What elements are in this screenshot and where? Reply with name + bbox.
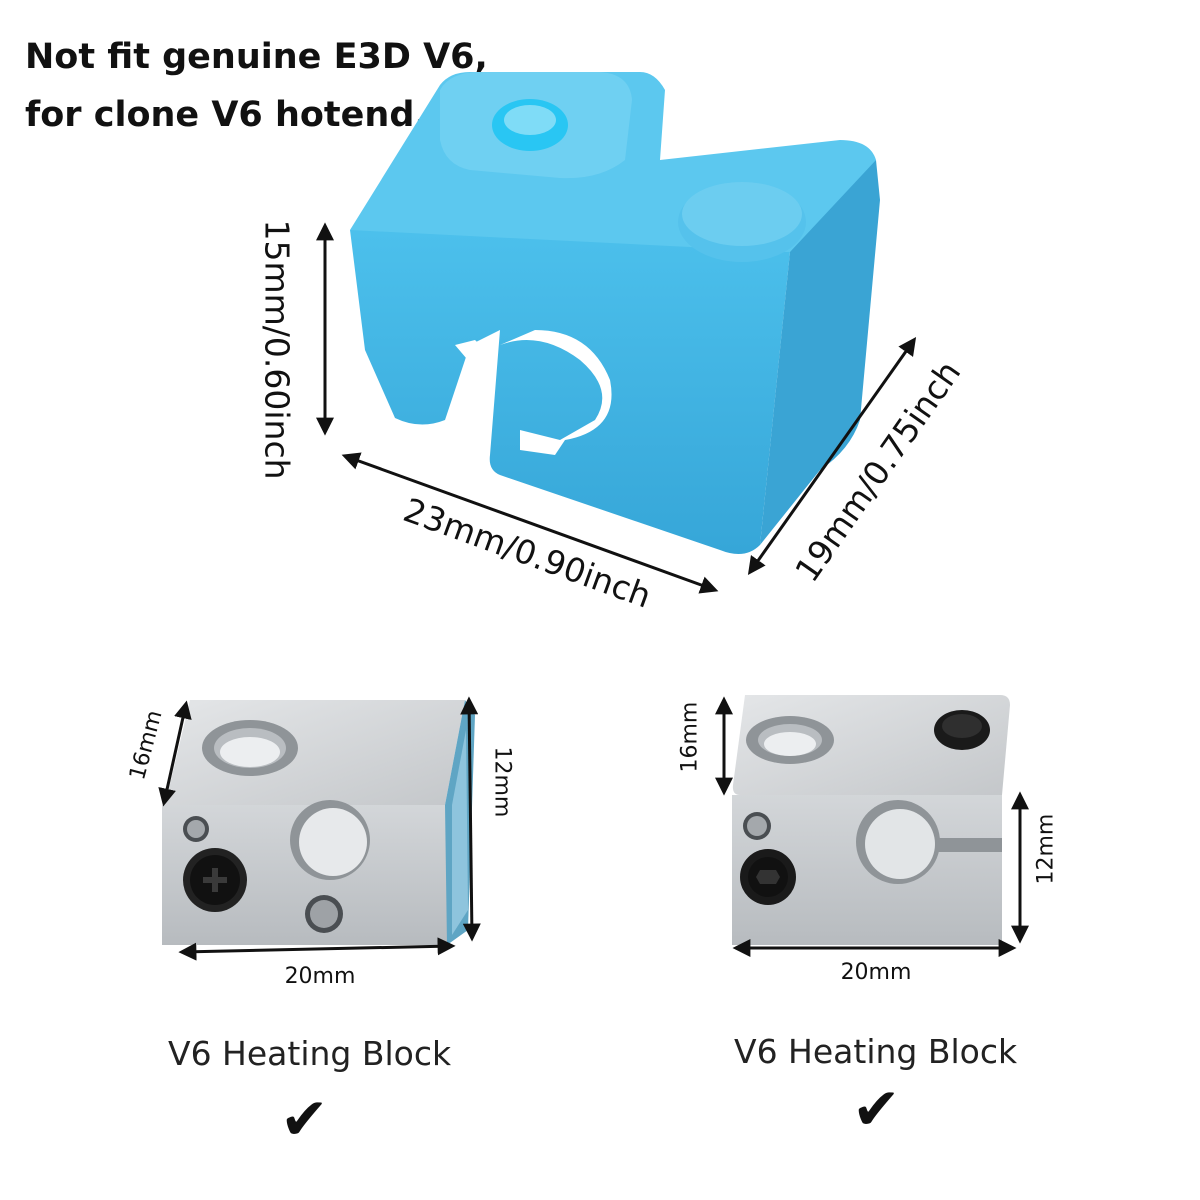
right-block-caption: V6 Heating Block xyxy=(734,1032,1018,1071)
right-block-depth-label: 16mm xyxy=(677,701,703,773)
right-block-height-label: 12mm xyxy=(1033,813,1059,885)
right-block-width-label: 20mm xyxy=(840,960,912,985)
left-block-height-label: 12mm xyxy=(489,746,515,818)
headline-line-1: Not fit genuine E3D V6, xyxy=(25,37,488,77)
left-block-width-label: 20mm xyxy=(284,964,356,989)
headline-line-2: for clone V6 hotend. xyxy=(25,95,428,135)
right-checkmark-icon: ✔ xyxy=(852,1075,901,1143)
left-checkmark-icon: ✔ xyxy=(280,1085,329,1153)
headline: Not fit genuine E3D V6, for clone V6 hot… xyxy=(25,28,488,144)
sock-height-label: 15mm/0.60inch xyxy=(257,219,297,480)
right-heating-block-image xyxy=(732,695,1010,945)
silicone-sock-image xyxy=(350,72,880,554)
left-block-caption: V6 Heating Block xyxy=(168,1034,452,1073)
left-heating-block-image xyxy=(162,700,475,945)
